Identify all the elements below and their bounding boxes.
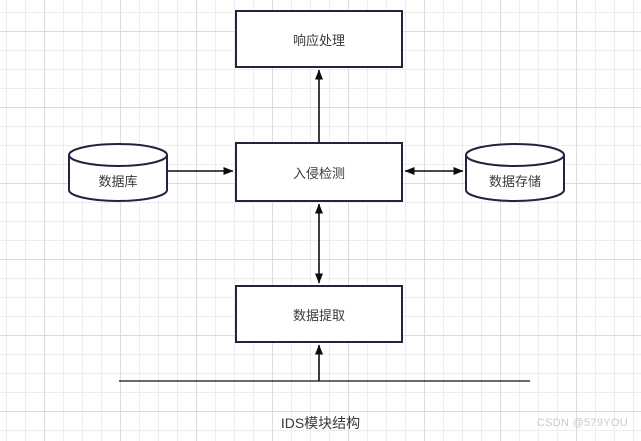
node-label: 响应处理 bbox=[292, 32, 345, 48]
node-response-processing: 响应处理 bbox=[235, 10, 403, 68]
node-data-storage: 数据存储 bbox=[465, 143, 565, 202]
node-label: 数据库 bbox=[98, 173, 138, 189]
node-label: 数据存储 bbox=[488, 173, 541, 189]
diagram-title: IDS模块结构 bbox=[280, 415, 361, 431]
node-intrusion-detection: 入侵检测 bbox=[235, 142, 403, 202]
node-label: 数据提取 bbox=[292, 307, 345, 323]
node-data-extraction: 数据提取 bbox=[235, 285, 403, 343]
node-label: 入侵检测 bbox=[292, 165, 345, 181]
watermark: CSDN @579YOU bbox=[536, 417, 628, 429]
cylinder-icon bbox=[465, 143, 565, 202]
node-database: 数据库 bbox=[68, 143, 168, 202]
cylinder-icon bbox=[68, 143, 168, 202]
